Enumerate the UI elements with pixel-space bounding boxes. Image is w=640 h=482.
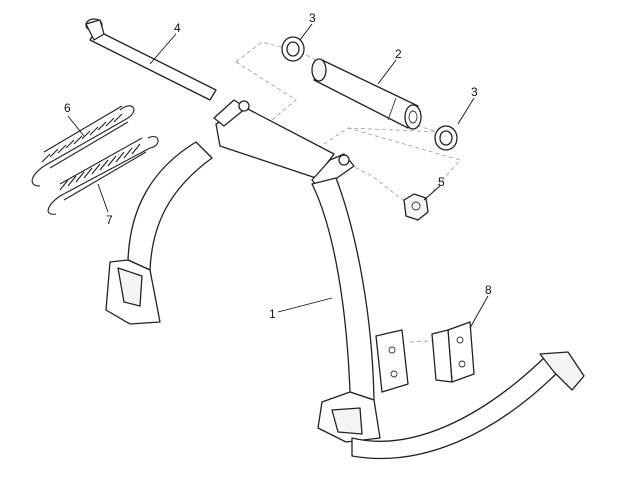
callout-4: 4 (174, 21, 181, 35)
nut (403, 193, 429, 221)
callout-8: 8 (485, 283, 492, 297)
stop-bracket (431, 321, 475, 383)
callout-6: 6 (64, 101, 71, 115)
spring-lower (47, 136, 159, 215)
pivot-pin (85, 18, 217, 101)
callout-3-right: 3 (471, 85, 478, 99)
leader-lines (67, 23, 489, 329)
callout-7: 7 (106, 213, 113, 227)
pivot-bushing (311, 58, 422, 130)
washer-right (434, 125, 458, 151)
washer-upper (281, 36, 305, 62)
callout-1: 1 (269, 307, 276, 321)
callout-2: 2 (395, 47, 402, 61)
spring-upper (31, 105, 135, 187)
callouts: 1 2 3 3 4 5 6 7 8 (64, 11, 492, 321)
center-stand-frame (105, 99, 585, 460)
callout-3-upper: 3 (309, 11, 316, 25)
callout-5: 5 (438, 175, 445, 189)
